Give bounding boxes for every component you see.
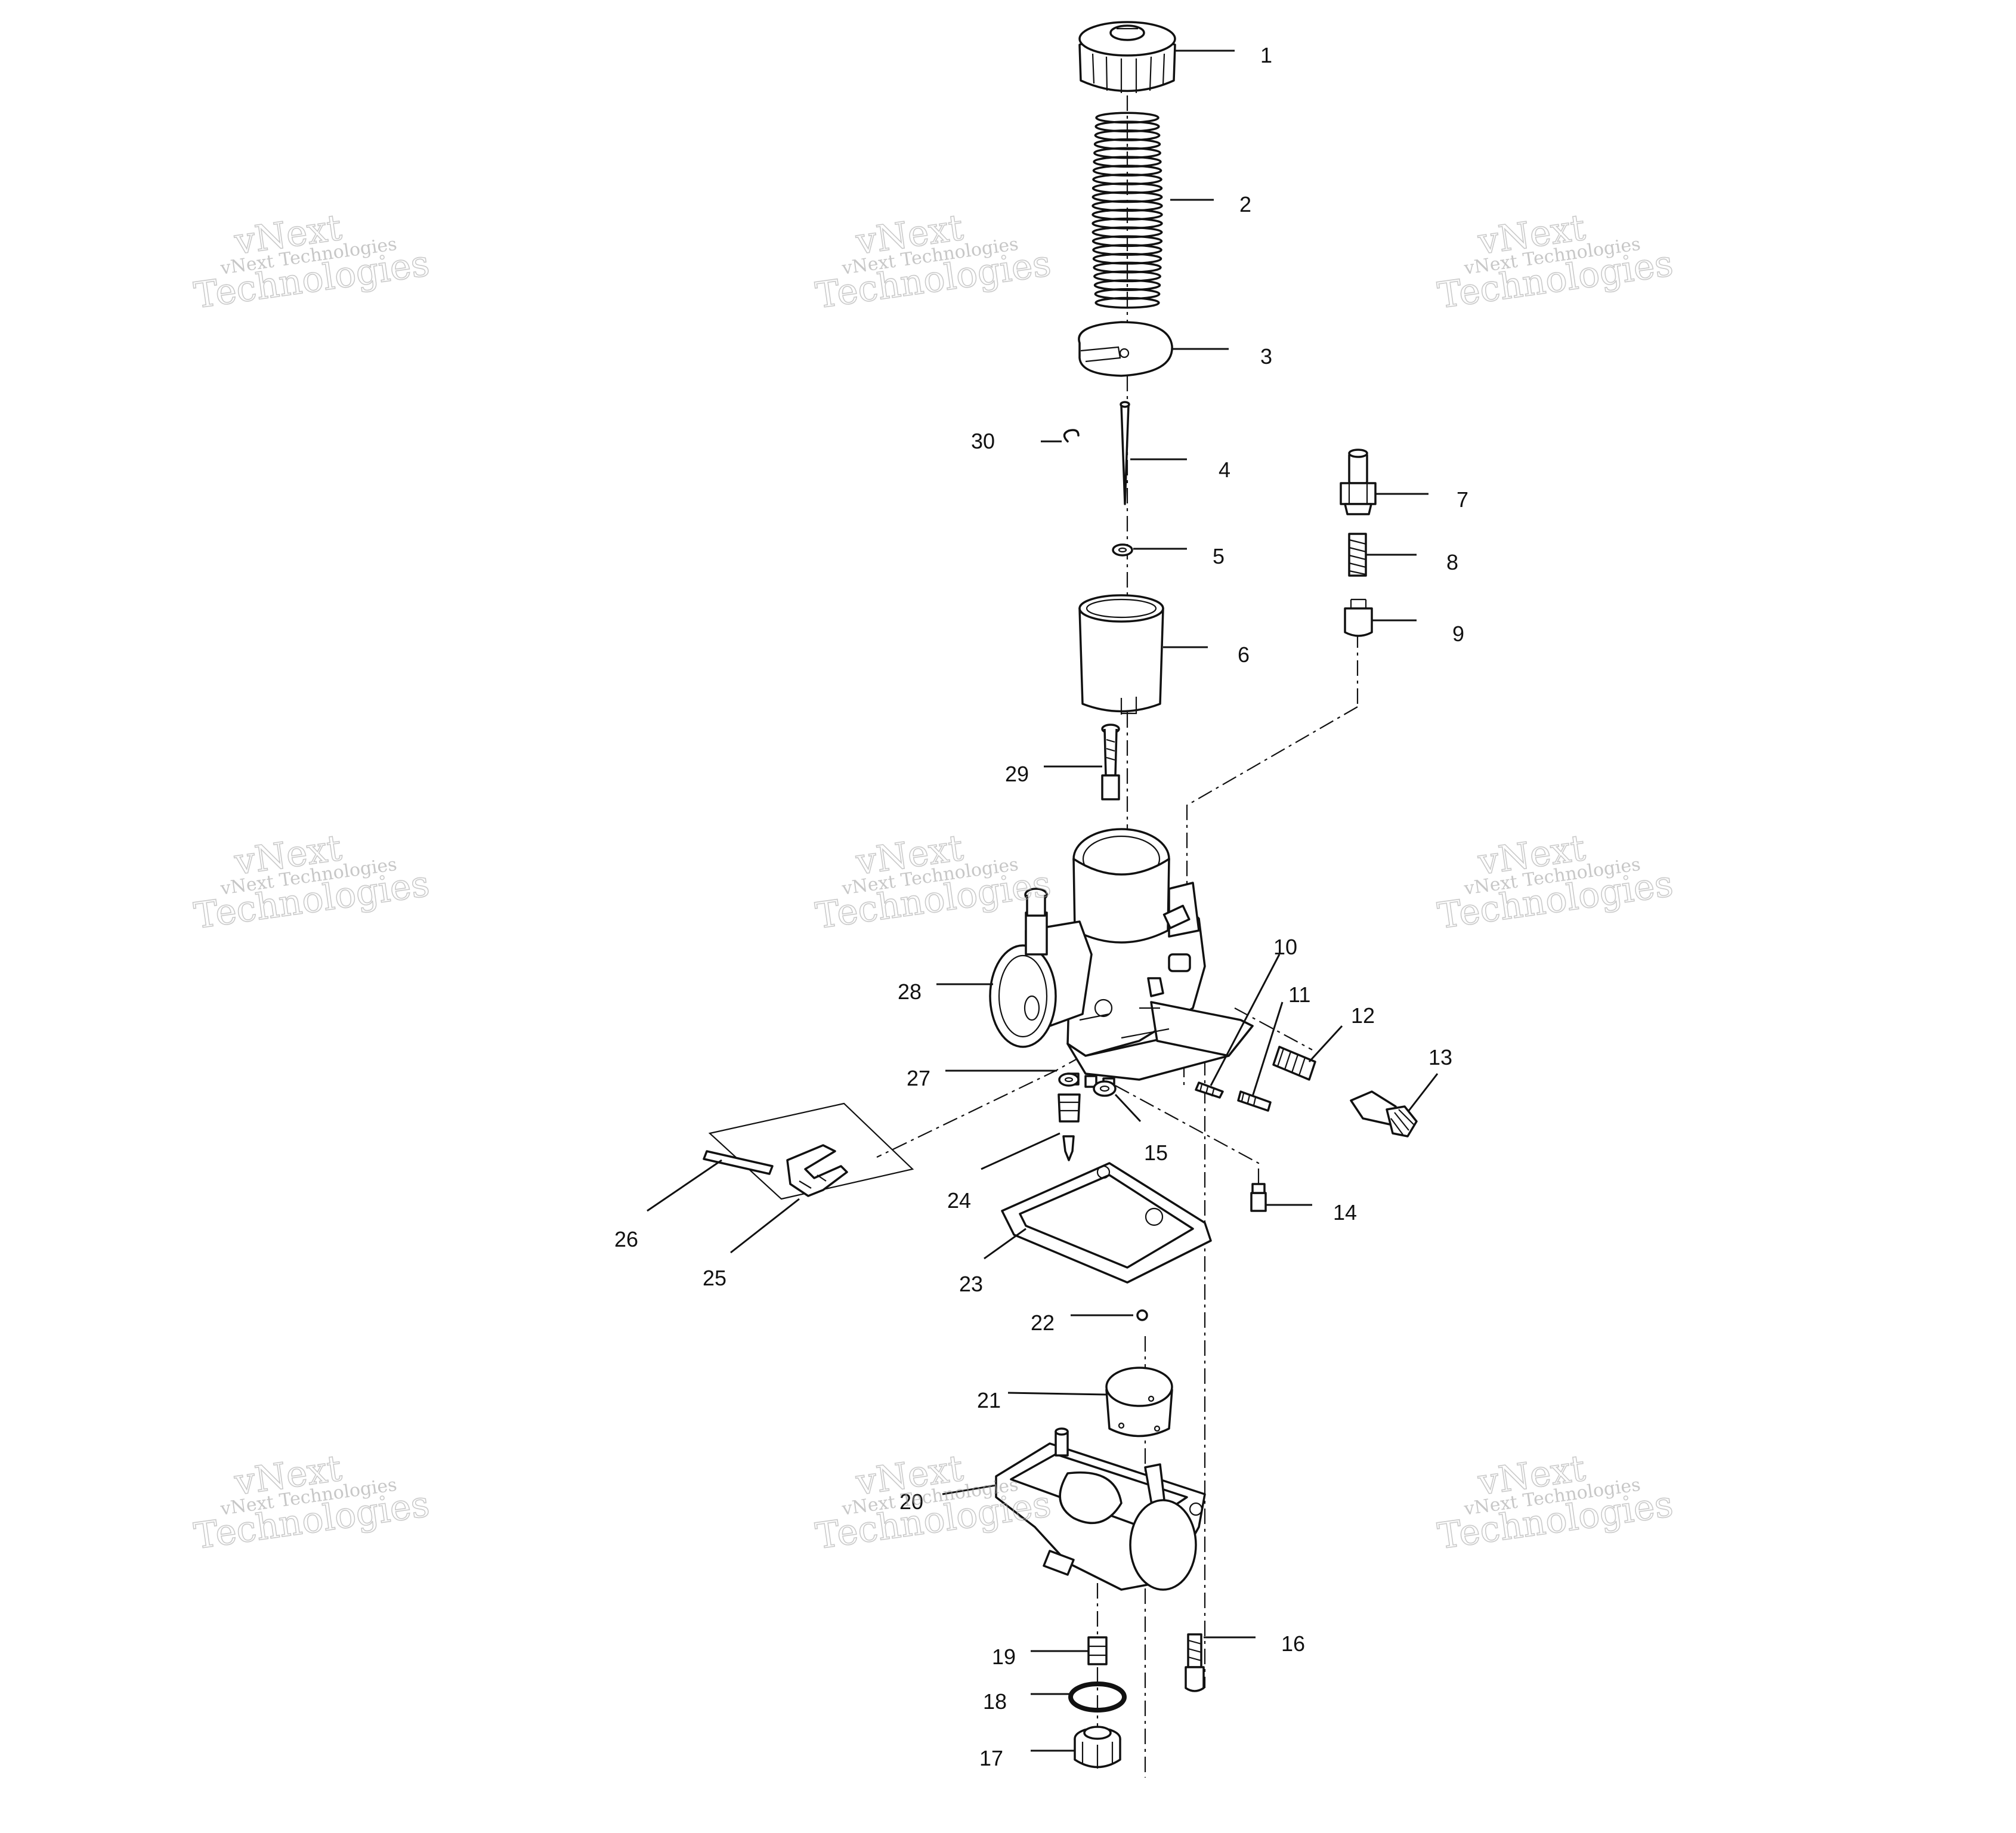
callout-25: 25: [703, 1266, 726, 1290]
callout-labels: 1 2 3 4 5 6 7 8 9 10 11 12 13 14 15 16 1…: [614, 43, 1468, 1770]
callout-22: 22: [1031, 1310, 1055, 1335]
callout-7: 7: [1457, 487, 1468, 512]
callout-24: 24: [947, 1188, 971, 1213]
callout-28: 28: [898, 979, 922, 1004]
callout-27: 27: [907, 1066, 930, 1090]
part-3-retainer-plate: [1078, 321, 1173, 377]
part-23-float-bowl-gasket: [1001, 1162, 1212, 1284]
part-20-float-bowl: [995, 1427, 1206, 1591]
callout-3: 3: [1260, 344, 1272, 369]
part-7-cable-adjuster: [1340, 449, 1377, 515]
callout-4: 4: [1219, 458, 1230, 482]
part-11-air-screw: [1237, 1090, 1272, 1112]
part-18-o-ring: [1068, 1681, 1127, 1713]
part-1-top-cap: [1078, 21, 1176, 93]
tube-phantom-box: [708, 1102, 914, 1200]
callout-15: 15: [1144, 1140, 1168, 1165]
part-12-spring: [1272, 1046, 1316, 1081]
part-21-float: [1105, 1367, 1173, 1438]
callout-30: 30: [971, 429, 995, 453]
part-16-bowl-screw: [1185, 1633, 1205, 1692]
callout-16: 16: [1281, 1631, 1305, 1656]
part-14-drain-screw: [1250, 1183, 1267, 1212]
part-29-needle-jet: [1101, 724, 1120, 800]
callout-18: 18: [983, 1689, 1007, 1714]
leader-lines: [647, 50, 1439, 1752]
part-2-spring: [1092, 112, 1163, 309]
callout-20: 20: [899, 1489, 923, 1514]
part-6-throttle-valve: [1078, 594, 1164, 715]
callout-19: 19: [992, 1645, 1016, 1669]
part-9-holder: [1344, 598, 1373, 637]
part-13-idle-adjust-screw: [1350, 1090, 1418, 1137]
part-22-small-ball: [1136, 1309, 1148, 1321]
callout-17: 17: [979, 1746, 1003, 1770]
callout-9: 9: [1452, 622, 1464, 646]
part-4-jet-needle: [1120, 401, 1130, 505]
part-30-e-clip: [1063, 429, 1080, 443]
part-5-washer: [1112, 543, 1133, 557]
callout-1: 1: [1260, 43, 1272, 67]
part-27-washer: [1058, 1072, 1080, 1087]
spring-coil: [1094, 296, 1160, 309]
callout-5: 5: [1213, 544, 1225, 568]
callout-2: 2: [1239, 192, 1251, 217]
callout-13: 13: [1428, 1045, 1452, 1069]
callout-14: 14: [1333, 1200, 1357, 1225]
callout-29: 29: [1005, 762, 1029, 786]
callout-26: 26: [614, 1227, 638, 1251]
part-10-pilot-screw: [1195, 1081, 1224, 1099]
callout-6: 6: [1238, 642, 1250, 667]
part-24-needle-valve: [1058, 1093, 1081, 1161]
callout-21: 21: [977, 1388, 1001, 1412]
callout-23: 23: [959, 1272, 983, 1296]
part-19-main-jet: [1087, 1636, 1108, 1665]
part-28-carburetor-body: [989, 828, 1254, 1090]
part-25-float-arm: [786, 1144, 848, 1197]
part-8-spring-small: [1348, 533, 1367, 577]
callout-11: 11: [1288, 982, 1310, 1007]
callout-8: 8: [1446, 550, 1458, 574]
callout-12: 12: [1351, 1003, 1375, 1028]
callout-10: 10: [1273, 935, 1297, 959]
part-26-float-pin: [703, 1150, 774, 1175]
part-15-washer: [1093, 1080, 1117, 1097]
part-17-drain-plug: [1074, 1726, 1121, 1769]
